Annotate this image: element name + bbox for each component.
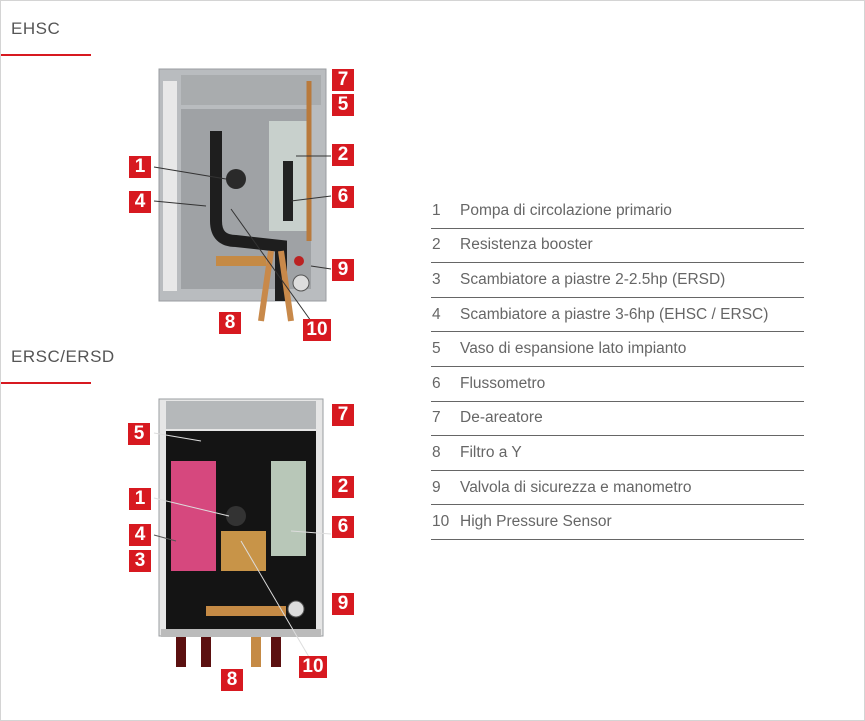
legend-label: De-areatore [460, 409, 543, 427]
ersc-unit-illustration [153, 398, 332, 667]
legend-number: 10 [432, 513, 450, 531]
callout-9: 9 [332, 593, 354, 615]
callout-1: 1 [129, 156, 151, 178]
legend-label: Resistenza booster [460, 236, 593, 254]
callout-10: 10 [299, 656, 327, 678]
legend-item: 7 De-areatore [431, 402, 804, 437]
callout-7: 7 [332, 404, 354, 426]
callout-3: 3 [129, 550, 151, 572]
ehsc-unit-illustration [153, 68, 332, 322]
legend-item: 8 Filtro a Y [431, 436, 804, 471]
legend-label: Flussometro [460, 374, 546, 392]
legend-label: Valvola di sicurezza e manometro [460, 478, 692, 496]
legend-number: 2 [432, 236, 441, 254]
legend-item: 4 Scambiatore a piastre 3-6hp (EHSC / ERS… [431, 298, 804, 333]
callout-5: 5 [332, 94, 354, 116]
callout-4: 4 [129, 524, 151, 546]
legend-number: 8 [432, 443, 441, 461]
legend-number: 4 [432, 305, 441, 323]
component-legend: 1 Pompa di circolazione primario 2 Resiste… [431, 194, 804, 540]
legend-label: High Pressure Sensor [460, 513, 612, 531]
callout-1: 1 [129, 488, 151, 510]
legend-item: 6 Flussometro [431, 367, 804, 402]
callout-8: 8 [219, 312, 241, 334]
callout-2: 2 [332, 144, 354, 166]
callout-5: 5 [128, 423, 150, 445]
legend-item: 5 Vaso di espansione lato impianto [431, 332, 804, 367]
legend-item: 1 Pompa di circolazione primario [431, 194, 804, 229]
title-underline [1, 54, 91, 56]
legend-label: Pompa di circolazione primario [460, 201, 672, 219]
legend-item: 2 Resistenza booster [431, 229, 804, 264]
legend-label: Scambiatore a piastre 3-6hp (EHSC / ERSC… [460, 305, 769, 323]
legend-number: 7 [432, 409, 441, 427]
callout-8: 8 [221, 669, 243, 691]
legend-number: 1 [432, 201, 441, 219]
legend-number: 5 [432, 340, 441, 358]
callout-10: 10 [303, 319, 331, 341]
section-title-ersc-ersd: ERSC/ERSD [11, 347, 115, 366]
title-underline [1, 382, 91, 384]
callout-4: 4 [129, 191, 151, 213]
legend-item: 10 High Pressure Sensor [431, 505, 804, 540]
legend-label: Filtro a Y [460, 443, 522, 461]
callout-7: 7 [332, 69, 354, 91]
callout-9: 9 [332, 259, 354, 281]
section-title-ehsc: EHSC [11, 19, 61, 38]
legend-number: 6 [432, 374, 441, 392]
legend-label: Vaso di espansione lato impianto [460, 340, 687, 358]
callout-6: 6 [332, 186, 354, 208]
callout-2: 2 [332, 476, 354, 498]
legend-number: 3 [432, 270, 441, 288]
callout-6: 6 [332, 516, 354, 538]
legend-item: 3 Scambiatore a piastre 2-2.5hp (ERSD) [431, 263, 804, 298]
legend-item: 9 Valvola di sicurezza e manometro [431, 471, 804, 506]
legend-number: 9 [432, 478, 441, 496]
legend-label: Scambiatore a piastre 2-2.5hp (ERSD) [460, 270, 726, 288]
